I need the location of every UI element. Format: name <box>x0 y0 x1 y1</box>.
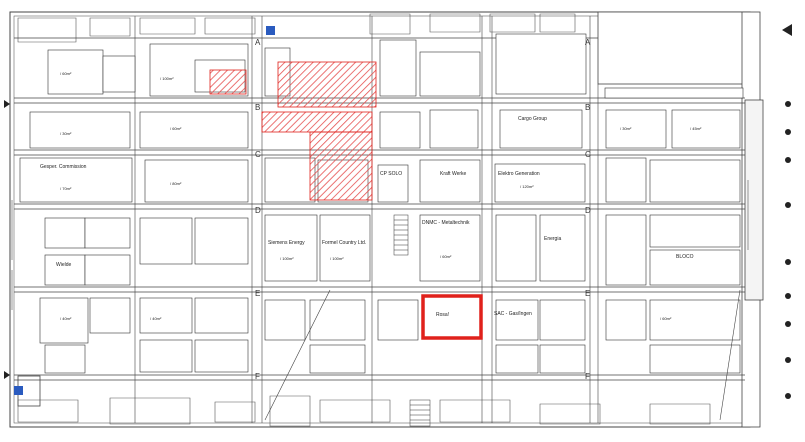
booth-label-siemens: Siemens Energy <box>268 240 305 246</box>
booths-row-d <box>44 214 741 286</box>
svg-text:/ 70m²: / 70m² <box>60 186 72 191</box>
svg-text:F: F <box>255 372 260 381</box>
svg-text:/ 100m²: / 100m² <box>280 256 294 261</box>
booth-label-sac: SAC - Gas/Ingen <box>494 311 532 317</box>
perimeter-details <box>11 13 749 427</box>
elevator-icon <box>14 26 275 395</box>
booth-label-formel: Formel Country Ltd. <box>322 240 366 246</box>
svg-text:B: B <box>255 103 260 112</box>
booth-label-cpsolo: CP SOLO <box>380 171 402 177</box>
annex-blocks <box>17 11 764 428</box>
svg-text:A: A <box>585 38 591 47</box>
svg-text:F: F <box>585 372 590 381</box>
svg-text:C: C <box>255 150 261 159</box>
svg-text:D: D <box>255 206 261 215</box>
svg-text:/ 40m²: / 40m² <box>150 316 162 321</box>
svg-text:E: E <box>255 289 260 298</box>
svg-text:/ 30m²: / 30m² <box>60 131 72 136</box>
booths-row-c <box>19 157 741 203</box>
booths-row-e <box>39 297 741 374</box>
hatched-areas <box>209 61 377 201</box>
entrance-arrows <box>4 24 792 379</box>
booth-label-wielde: Wielde <box>56 262 72 268</box>
booth-label-kraft: Kraft Werke <box>440 171 467 177</box>
svg-text:/ 100m²: / 100m² <box>330 256 344 261</box>
svg-text:/ 45m²: / 45m² <box>690 126 702 131</box>
svg-text:/ 60m²: / 60m² <box>60 71 72 76</box>
svg-text:/ 100m²: / 100m² <box>160 76 174 81</box>
highlighted-booth[interactable] <box>421 294 483 340</box>
booth-label-dnmc: DNMC - Metaltechnik <box>422 220 470 226</box>
svg-text:/ 60m²: / 60m² <box>170 126 182 131</box>
svg-text:D: D <box>585 206 591 215</box>
stairways <box>393 214 431 427</box>
booths-row-a <box>47 33 744 99</box>
svg-text:/ 120m²: / 120m² <box>520 184 534 189</box>
area-figures: / 60m² / 100m² / 30m² / 60m² / 70m² / 80… <box>60 71 702 321</box>
booth-label-rosa: Rosa! <box>436 312 449 318</box>
column-lines <box>134 16 599 423</box>
svg-text:/ 60m²: / 60m² <box>440 254 452 259</box>
svg-text:B: B <box>585 103 590 112</box>
svg-text:A: A <box>255 38 261 47</box>
booth-labels: Gesper. Commission Siemens Energy Formel… <box>40 116 694 318</box>
booth-label-cargo: Cargo Group <box>518 116 547 122</box>
booth-label-energia: Energia <box>544 236 561 242</box>
booth-label-bloco: BLOCO <box>676 254 694 260</box>
booth-label-elektro: Elektro Generation <box>498 171 540 177</box>
svg-text:C: C <box>585 150 591 159</box>
booth-label-geospace: Gesper. Commission <box>40 164 87 170</box>
grid-row-markers: A A B B C C D D E E F F <box>255 38 591 381</box>
svg-text:/ 30m²: / 30m² <box>620 126 632 131</box>
svg-text:/ 40m²: / 40m² <box>60 316 72 321</box>
booths-row-b <box>29 109 741 149</box>
walkway-lines <box>264 289 741 421</box>
svg-text:/ 80m²: / 80m² <box>170 181 182 186</box>
svg-text:/ 60m²: / 60m² <box>660 316 672 321</box>
exit-markers <box>785 101 791 399</box>
svg-text:E: E <box>585 289 590 298</box>
